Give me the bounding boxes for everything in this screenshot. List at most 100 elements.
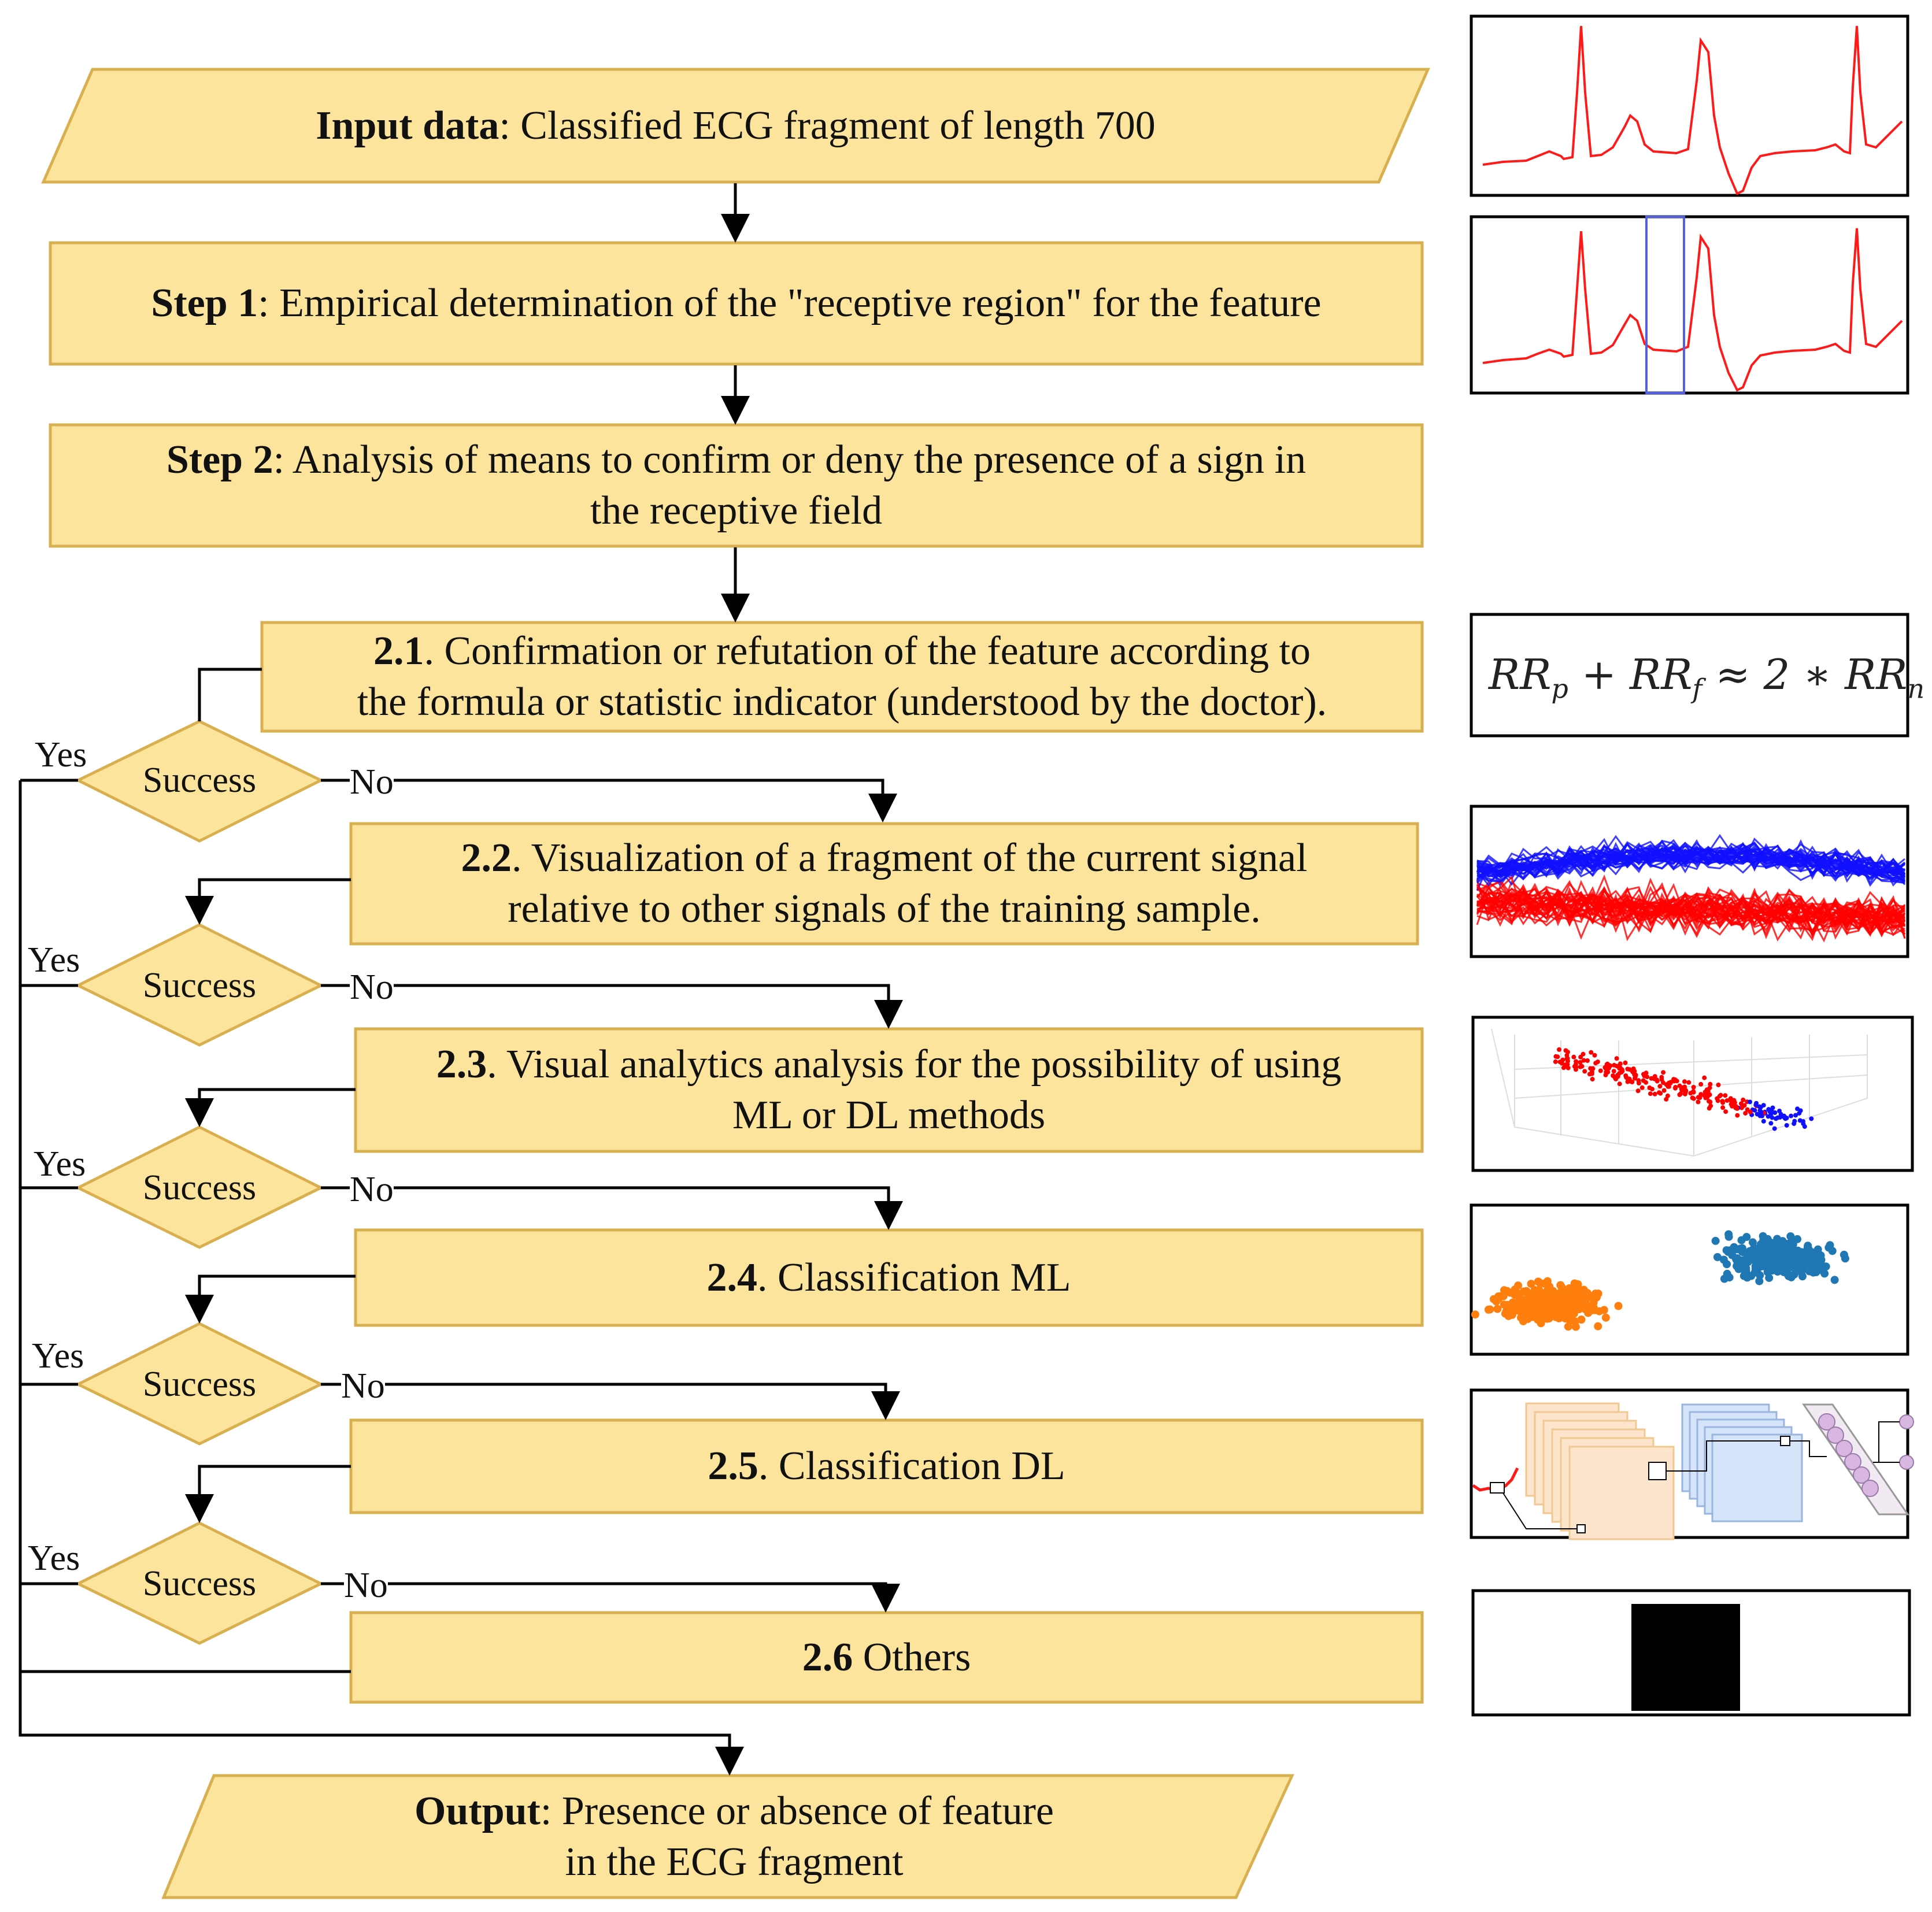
scatter3d-thumbnail <box>1471 1016 1914 1172</box>
scatter-point <box>1639 1085 1645 1090</box>
no-label-3: No <box>350 1170 394 1209</box>
scatter-point <box>1661 1080 1665 1085</box>
cluster-point <box>1543 1314 1552 1323</box>
cluster-point <box>1581 1305 1590 1314</box>
signal-trace <box>1476 846 1906 883</box>
scatter-point <box>1581 1051 1586 1057</box>
cluster-point <box>1828 1247 1837 1255</box>
scatter-point <box>1755 1111 1760 1117</box>
s23-node: 2.3. Visual analytics analysis for the p… <box>436 1042 1342 1137</box>
s21-box <box>260 621 1424 733</box>
cluster-point <box>1774 1251 1782 1259</box>
scatter-point <box>1717 1094 1722 1099</box>
scatter-point <box>1738 1101 1744 1106</box>
cluster-point <box>1788 1248 1797 1257</box>
decision-4 <box>75 1322 324 1446</box>
scatter-point <box>1795 1106 1800 1111</box>
cluster-point <box>1549 1308 1557 1317</box>
cluster-point <box>1564 1322 1572 1331</box>
cluster-point <box>1574 1280 1582 1288</box>
scatter-point <box>1720 1099 1725 1104</box>
cluster-point <box>1720 1274 1729 1283</box>
scatter-point <box>1665 1093 1670 1098</box>
scatter-point <box>1708 1103 1713 1109</box>
scatter-point <box>1593 1061 1598 1066</box>
cluster-point <box>1522 1287 1531 1295</box>
scatter-point <box>1770 1105 1775 1110</box>
scatter-point <box>1797 1118 1803 1123</box>
scatter-point <box>1664 1096 1669 1102</box>
input-data-node: Input data: Classified ECG fragment of l… <box>316 103 1156 148</box>
scatter-point <box>1624 1074 1628 1080</box>
ecg-window-thumbnail <box>1470 215 1909 395</box>
formula-thumbnail-frame <box>1470 613 1909 738</box>
scatter-point <box>1688 1091 1693 1096</box>
scatter-point <box>1553 1059 1558 1064</box>
signal-trace <box>1476 888 1906 936</box>
step2-node: Step 2: Analysis of means to confirm or … <box>166 438 1306 533</box>
yes-label-1: Yes <box>35 735 87 775</box>
scatter-point <box>1724 1098 1730 1103</box>
cluster-point <box>1755 1277 1764 1285</box>
scatter-point <box>1661 1070 1666 1075</box>
cluster-point <box>1519 1317 1527 1325</box>
scatter-point <box>1557 1059 1563 1065</box>
cluster-point <box>1780 1250 1789 1259</box>
s24-node: 2.4. Classification ML <box>706 1255 1071 1300</box>
scatter-point <box>1666 1080 1671 1085</box>
cluster-point <box>1493 1296 1501 1305</box>
scatter-point <box>1698 1092 1704 1097</box>
scatter-point <box>1652 1091 1657 1096</box>
decision-3-label: Success <box>142 1168 257 1207</box>
cluster-point <box>1538 1301 1546 1310</box>
scatter-point <box>1598 1068 1603 1073</box>
yes-label-4: Yes <box>32 1336 84 1376</box>
signal-trace <box>1476 888 1905 929</box>
cluster-point <box>1570 1286 1578 1295</box>
scatter-point <box>1578 1064 1583 1069</box>
scatter-point <box>1735 1113 1740 1118</box>
scatter-point <box>1698 1081 1704 1087</box>
scatter-point <box>1635 1088 1641 1094</box>
cluster-point <box>1750 1243 1759 1252</box>
ecg-thumbnail <box>1470 14 1909 197</box>
signal-trace <box>1476 847 1905 887</box>
scatter-point <box>1611 1073 1616 1078</box>
scatter-point <box>1614 1056 1619 1061</box>
scatter-point <box>1589 1050 1594 1055</box>
cluster-point <box>1786 1232 1795 1240</box>
scatter-point <box>1603 1072 1608 1077</box>
cluster-point <box>1535 1307 1544 1316</box>
signal-trace <box>1476 887 1905 940</box>
scatter-point <box>1617 1066 1622 1071</box>
scatter-point <box>1809 1116 1814 1121</box>
scatter-point <box>1792 1121 1797 1127</box>
cluster-point <box>1737 1236 1746 1244</box>
scatter-point <box>1793 1113 1798 1118</box>
s22-node: 2.2. Visualization of a fragment of the … <box>461 836 1308 931</box>
cluster-point <box>1525 1310 1534 1319</box>
cluster-point <box>1471 1310 1479 1319</box>
cluster-point <box>1739 1261 1748 1269</box>
cluster-point <box>1535 1278 1544 1287</box>
scatter-point <box>1581 1058 1586 1063</box>
scatter-point <box>1565 1065 1571 1070</box>
signal-trace <box>1476 835 1905 884</box>
cluster-point <box>1559 1291 1567 1299</box>
scatter-point <box>1619 1070 1624 1074</box>
scatter-point <box>1611 1069 1616 1074</box>
scatter-point <box>1761 1118 1766 1124</box>
scatter-point <box>1661 1088 1667 1093</box>
scatter-point <box>1677 1092 1682 1097</box>
no-label-2: No <box>350 968 394 1007</box>
cluster-point <box>1841 1254 1849 1263</box>
scatter-point <box>1770 1115 1775 1120</box>
scatter-point <box>1623 1060 1628 1065</box>
cluster-point <box>1805 1267 1813 1276</box>
scatter-point <box>1673 1085 1678 1091</box>
decision-2-label: Success <box>142 966 257 1005</box>
cluster-point <box>1579 1285 1588 1294</box>
scatter-point <box>1557 1047 1561 1052</box>
step1-box <box>49 241 1424 366</box>
